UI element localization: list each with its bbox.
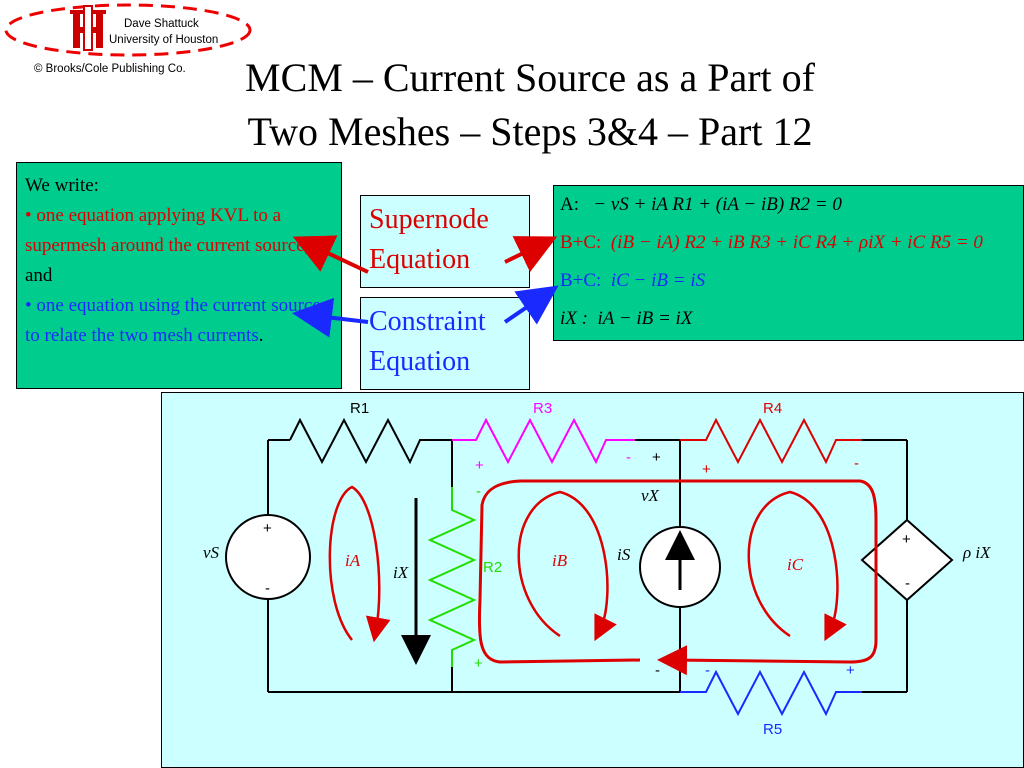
constraint-to-equation-arrow (503, 285, 559, 325)
resistor-r2 (427, 487, 477, 667)
constraint-to-text-arrow (292, 297, 369, 338)
r4-minus-sign: - (854, 455, 859, 472)
r5-minus-sign: - (705, 662, 710, 679)
r5-label: R5 (763, 721, 782, 738)
dependent-source-label: ρ iX (962, 543, 991, 562)
constraint-label-line2: Equation (369, 346, 471, 377)
supernode-to-equation-arrow (504, 236, 558, 273)
supermesh-loop-arrow (477, 479, 878, 676)
copyright-text: © Brooks/Cole Publishing Co. (34, 63, 186, 75)
equation-bc2-expression: iC − iB = iS (610, 270, 706, 291)
supernode-label-line1: Supernode (369, 204, 489, 235)
ic-label: iC (787, 555, 804, 574)
resistor-r5 (680, 669, 862, 717)
circuit-wires (267, 439, 908, 693)
constraint-label-line1: Constraint (369, 306, 486, 337)
explanation-kvl: • one equation applying KVL to a superme… (25, 205, 305, 256)
vx-plus-sign: + (652, 449, 661, 466)
equations-box: A: − vS + iA R1 + (iA − iB) R2 = 0 B+C: … (553, 185, 1024, 341)
mesh-current-ib-arrow (517, 490, 617, 642)
uh-monogram-icon (70, 5, 106, 51)
supernode-equation-label: Supernode Equation (360, 195, 530, 288)
r2-plus-sign: + (474, 655, 483, 672)
explanation-box: We write: • one equation applying KVL to… (16, 162, 342, 389)
resistor-r4 (680, 417, 862, 465)
is-label: iS (617, 545, 631, 564)
r2-minus-sign: - (476, 483, 481, 500)
r4-label: R4 (763, 400, 782, 417)
explanation-intro: We write: (25, 175, 99, 196)
supernode-to-text-arrow (292, 235, 369, 274)
vs-label: vS (203, 543, 220, 562)
vs-plus-sign: + (263, 520, 272, 537)
equation-a-label: A: (560, 194, 579, 215)
author-name: Dave Shattuck (124, 18, 199, 30)
r3-label: R3 (533, 400, 552, 417)
resistor-r1 (289, 417, 430, 465)
logo-dashed-ellipse (4, 3, 252, 57)
vx-label: vX (641, 486, 660, 505)
explanation-constraint-paragraph: • one equation using the current source … (25, 291, 333, 351)
r3-minus-sign: - (626, 449, 631, 466)
ib-label: iB (552, 551, 568, 570)
university-logo (4, 3, 252, 57)
ix-label: iX (393, 563, 409, 582)
ia-label: iA (345, 551, 361, 570)
r3-plus-sign: + (475, 457, 484, 474)
resistor-r3 (452, 417, 635, 465)
equation-bc-kvl: B+C: (iB − iA) R2 + iB R3 + iC R4 + ρiX … (560, 232, 983, 254)
mesh-current-ic-arrow (747, 490, 847, 642)
equation-ix-expression: iA − iB = iX (597, 308, 693, 329)
institution-name: University of Houston (109, 34, 219, 46)
equation-bc-label: B+C: (560, 232, 602, 253)
explanation-constraint: • one equation using the current source … (25, 295, 321, 346)
equation-a: A: − vS + iA R1 + (iA − iB) R2 = 0 (560, 194, 842, 216)
equation-bc2-label: B+C: (560, 270, 602, 291)
explanation-period: . (258, 325, 264, 346)
page-title-line2: Two Meshes – Steps 3&4 – Part 12 (247, 109, 813, 154)
supernode-label-line2: Equation (369, 244, 471, 275)
equation-bc-constraint: B+C: iC − iB = iS (560, 270, 705, 292)
equation-ix-label: iX : (560, 308, 588, 329)
r1-label: R1 (350, 400, 369, 417)
mesh-current-ia-arrow (328, 485, 391, 643)
vx-minus-sign: - (655, 662, 660, 679)
r5-plus-sign: + (846, 662, 855, 679)
equation-a-expression: − vS + iA R1 + (iA − iB) R2 = 0 (593, 194, 842, 215)
r2-label: R2 (483, 559, 502, 576)
dep-minus-sign: - (905, 575, 910, 592)
voltage-source-vs (225, 514, 311, 600)
r4-plus-sign: + (702, 461, 711, 478)
dep-plus-sign: + (902, 531, 911, 548)
page-title-line1: MCM – Current Source as a Part of (245, 55, 815, 100)
connector-arrows (292, 235, 559, 338)
vs-minus-sign: - (265, 580, 270, 597)
constraint-equation-label: Constraint Equation (360, 297, 530, 390)
equation-ix: iX : iA − iB = iX (560, 308, 692, 330)
equation-bc-expression: (iB − iA) R2 + iB R3 + iC R4 + ρiX + iC … (610, 232, 983, 253)
